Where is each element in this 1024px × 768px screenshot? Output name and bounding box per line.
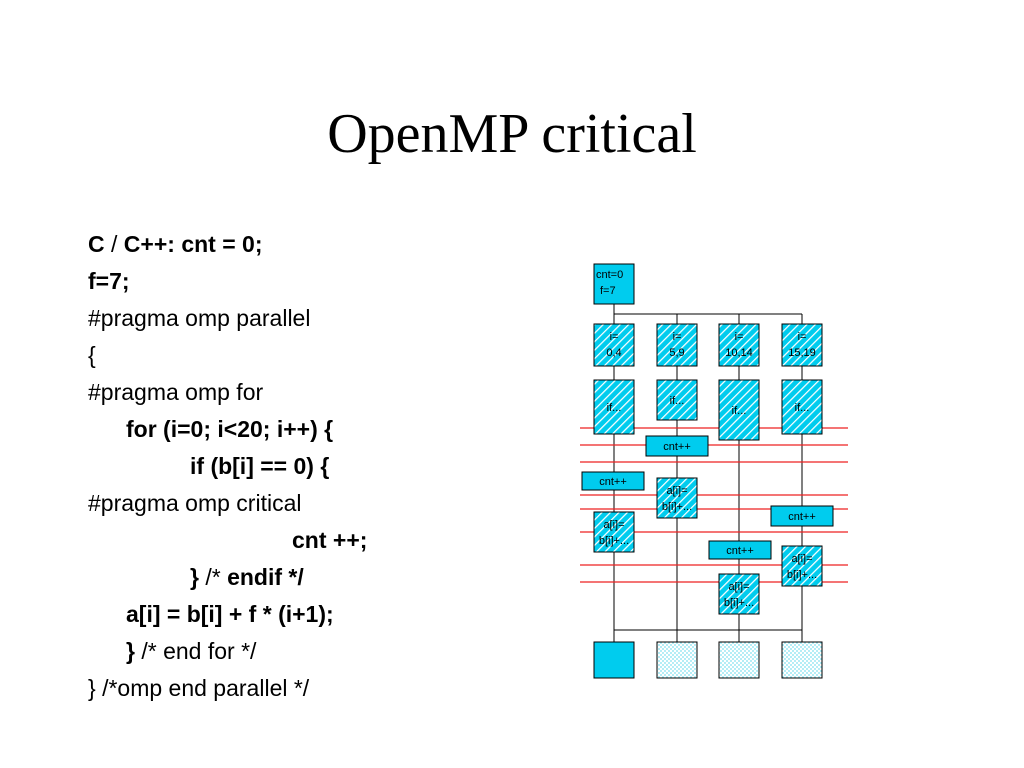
if-box: [718, 379, 760, 441]
assign-box: [656, 477, 698, 519]
final-box-worker: [718, 641, 760, 679]
code-segment: if (b[i] == 0) {: [190, 453, 330, 479]
thread-diagram: cnt=0 f=7 i= 0,4 i= 5,9 i= 10,14 i= 15,19 if... if.…: [580, 263, 848, 679]
code-segment: cnt ++;: [292, 527, 368, 553]
diagram-label: cnt++: [599, 476, 627, 488]
diagram-label: if...: [732, 405, 747, 417]
final-box-worker: [656, 641, 698, 679]
code-segment: }: [190, 564, 199, 590]
diagram-label: b[i]+...: [787, 569, 817, 581]
iteration-box: [593, 323, 635, 367]
code-segment: C++: cnt = 0;: [123, 231, 263, 257]
diagram-label: cnt++: [663, 441, 691, 453]
code-segment: /* end for */: [134, 638, 257, 664]
code-listing: C / C++: cnt = 0; f=7; #pragma omp paralle…: [88, 226, 367, 707]
diagram-label: if...: [607, 402, 622, 414]
diagram-label: a[i]=: [728, 581, 749, 593]
final-box-master: [593, 641, 635, 679]
code-segment: {: [88, 342, 96, 368]
if-box: [781, 379, 823, 435]
slide-title: OpenMP critical: [327, 103, 697, 165]
assign-box: [593, 511, 635, 553]
code-line: for (i=0; i<20; i++) {: [88, 411, 367, 448]
diagram-label: cnt=0: [596, 269, 623, 281]
diagram-label: i=: [673, 331, 682, 343]
code-line: #pragma omp parallel: [88, 300, 367, 337]
cnt-increment-box: [770, 505, 834, 527]
code-line: } /* endif */: [88, 559, 367, 596]
code-line: a[i] = b[i] + f * (i+1);: [88, 596, 367, 633]
diagram-label: cnt++: [726, 545, 754, 557]
code-segment: }: [126, 638, 135, 664]
final-box-worker: [781, 641, 823, 679]
code-segment: #pragma omp parallel: [88, 305, 311, 331]
code-segment: } /*omp end parallel */: [88, 675, 310, 701]
diagram-label: a[i]=: [666, 485, 687, 497]
init-box: [593, 263, 635, 305]
code-line: f=7;: [88, 263, 367, 300]
diagram-label: if...: [795, 402, 810, 414]
code-segment: f=7;: [88, 268, 130, 294]
code-segment: endif */: [227, 564, 304, 590]
iteration-box: [656, 323, 698, 367]
code-segment: /*: [198, 564, 228, 590]
if-box: [593, 379, 635, 435]
code-segment: /: [104, 231, 124, 257]
diagram-label: b[i]+...: [662, 501, 692, 513]
code-segment: #pragma omp critical: [88, 490, 302, 516]
diagram-label: a[i]=: [603, 519, 624, 531]
code-line: #pragma omp for: [88, 374, 367, 411]
code-line: if (b[i] == 0) {: [88, 448, 367, 485]
diagram-label: 5,9: [669, 347, 684, 359]
code-segment: #pragma omp for: [88, 379, 264, 405]
code-line: } /*omp end parallel */: [88, 670, 367, 707]
iteration-box: [718, 323, 760, 367]
code-line: } /* end for */: [88, 633, 367, 670]
diagram-label: f=7: [600, 285, 616, 297]
cnt-increment-box: [645, 435, 709, 457]
code-line: cnt ++;: [88, 522, 367, 559]
assign-box: [718, 573, 760, 615]
diagram-label: b[i]+...: [724, 597, 754, 609]
code-line: {: [88, 337, 367, 374]
diagram-label: i=: [798, 331, 807, 343]
diagram-label: cnt++: [788, 511, 816, 523]
diagram-label: b[i]+...: [599, 535, 629, 547]
code-line: C / C++: cnt = 0;: [88, 226, 367, 263]
diagram-label: if...: [670, 395, 685, 407]
code-segment: for (i=0; i<20; i++) {: [126, 416, 334, 442]
diagram-label: a[i]=: [791, 553, 812, 565]
code-segment: a[i] = b[i] + f * (i+1);: [126, 601, 334, 627]
diagram-label: i=: [735, 331, 744, 343]
iteration-box: [781, 323, 823, 367]
diagram-label: 0,4: [606, 347, 621, 359]
cnt-increment-box: [708, 540, 772, 560]
diagram-label: 10,14: [725, 347, 753, 359]
code-line: #pragma omp critical: [88, 485, 367, 522]
diagram-label: i=: [610, 331, 619, 343]
code-segment: C: [88, 231, 105, 257]
diagram-label: 15,19: [788, 347, 816, 359]
assign-box: [781, 545, 823, 587]
cnt-increment-box: [581, 471, 645, 491]
if-box: [656, 379, 698, 421]
